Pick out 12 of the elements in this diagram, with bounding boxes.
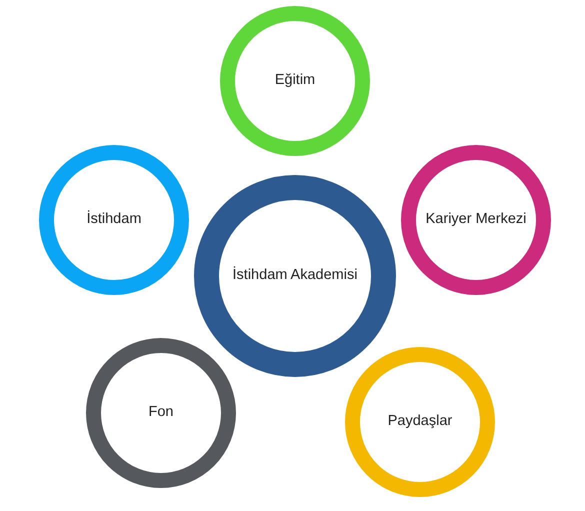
node-label: İstihdam (86, 211, 142, 229)
ring-node (39, 145, 189, 295)
ring-node (194, 175, 396, 377)
node-label: İstihdam Akademisi (232, 267, 358, 285)
ring-node (345, 347, 495, 497)
node-label: Paydaşlar (388, 413, 452, 431)
ring-node (401, 145, 551, 295)
ring-node (220, 6, 370, 156)
node-label: Kariyer Merkezi (426, 211, 526, 229)
node-label: Fon (148, 404, 174, 422)
ring-node (86, 338, 236, 488)
node-label: Eğitim (274, 72, 316, 90)
